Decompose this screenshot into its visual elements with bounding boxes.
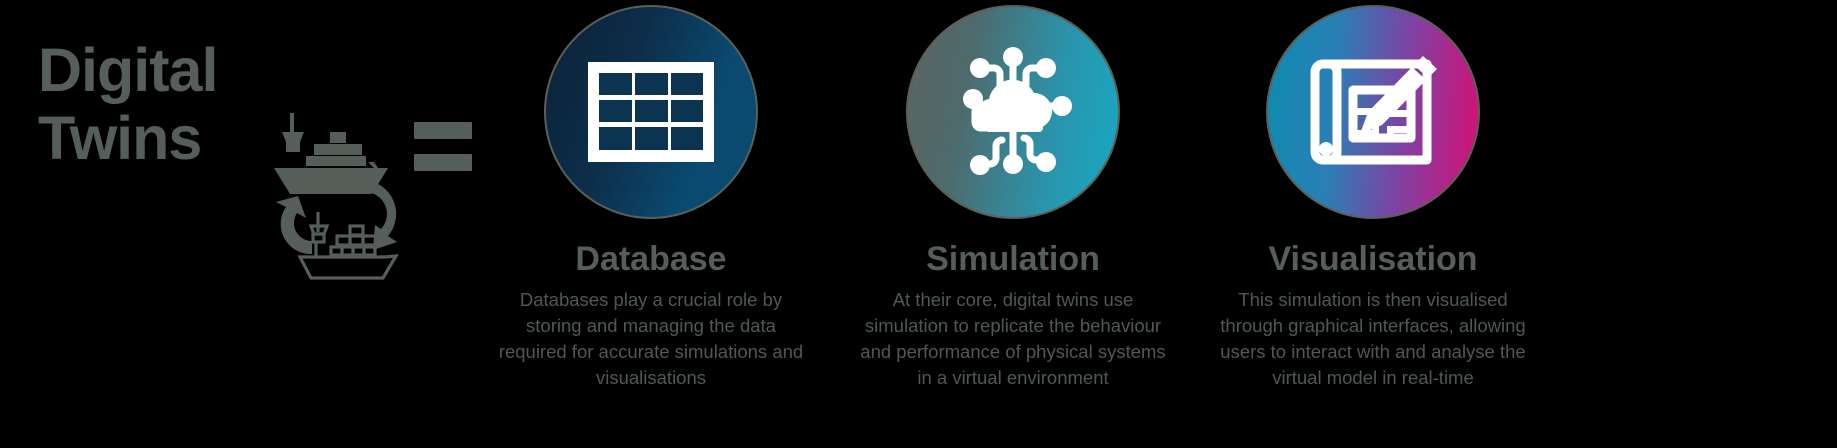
column-body-visualisation: This simulation is then visualised throu…: [1220, 289, 1526, 388]
column-title-simulation: Simulation: [926, 240, 1100, 278]
column-visualisation: Visualisation This simulation is then vi…: [1203, 0, 1543, 391]
database-circle: [544, 5, 758, 219]
column-simulation: Simulation At their core, digital twins …: [843, 0, 1183, 391]
title-line-2: Twins: [38, 104, 202, 172]
cloud-network-icon: [943, 44, 1083, 180]
simulation-circle-fill: [906, 5, 1120, 219]
column-body-database: Databases play a crucial role by storing…: [498, 289, 804, 388]
title-line-1: Digital: [38, 36, 218, 104]
database-circle-fill: [544, 5, 758, 219]
visualisation-circle: [1266, 5, 1480, 219]
column-title-visualisation: Visualisation: [1268, 240, 1478, 278]
ship-recycle-icon: [246, 108, 416, 286]
equals-bar-bottom: [414, 154, 472, 171]
column-body-simulation: At their core, digital twins use simulat…: [860, 289, 1166, 388]
simulation-circle: [906, 5, 1120, 219]
page-title: Digital Twins: [38, 36, 278, 172]
blueprint-pencil-icon: [1305, 50, 1441, 174]
column-database: Database Databases play a crucial role b…: [481, 0, 821, 391]
table-grid-icon: [588, 62, 714, 162]
equals-sign: [414, 112, 474, 174]
column-title-database: Database: [575, 240, 727, 278]
equals-bar-top: [414, 122, 472, 139]
visualisation-circle-fill: [1266, 5, 1480, 219]
